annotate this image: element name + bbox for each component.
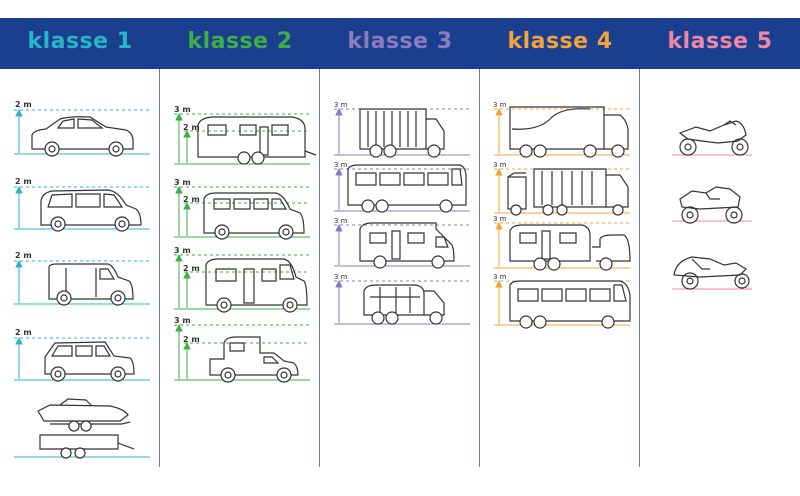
klasse-3-panel: 3 m 3 m 3 m 3 m [334, 101, 470, 325]
height-label: 2 m [15, 100, 32, 109]
klasse-4-title: klasse 4 [507, 29, 613, 54]
height-label: 3 m [493, 161, 507, 169]
camper-caravan-icon [509, 224, 631, 271]
quad-icon [679, 186, 743, 224]
sedan-icon [31, 116, 134, 157]
height-label: 3 m [174, 178, 191, 187]
height-label: 3 m [334, 101, 348, 109]
height-label: 2 m [183, 123, 200, 132]
klasse-1-title: klasse 1 [27, 29, 133, 54]
bus-icon [509, 280, 631, 329]
height-label: 3 m [493, 101, 507, 109]
column-divider [319, 69, 320, 467]
height-label: 3 m [493, 273, 507, 281]
top-strip [0, 0, 800, 18]
klasse-4-panel: 3 m 3 m 3 m 3 m [493, 101, 631, 329]
height-label: 3 m [174, 316, 191, 325]
minivan-icon [40, 189, 142, 232]
height-label: 3 m [334, 273, 348, 281]
suv-icon [44, 341, 135, 382]
flat-trailer-icon [39, 434, 135, 459]
column-divider [639, 69, 640, 467]
van-icon [48, 263, 134, 306]
box-truck-icon [359, 108, 445, 158]
column-divider [479, 69, 480, 467]
height-label: 3 m [174, 105, 191, 114]
height-label: 2 m [15, 251, 32, 260]
tanker-truck-icon [363, 284, 445, 325]
class-header-bar [0, 18, 800, 69]
motorcycle-icon [678, 120, 749, 156]
column-divider [159, 69, 160, 467]
height-label: 2 m [183, 264, 200, 273]
height-label: 2 m [15, 328, 32, 337]
caravan-icon [197, 116, 317, 165]
height-label: 3 m [174, 246, 191, 255]
height-label: 2 m [183, 195, 200, 204]
height-label: 2 m [183, 335, 200, 344]
trike-icon [673, 256, 750, 290]
minibus-icon [203, 192, 305, 240]
truck-trailer-icon [507, 168, 629, 216]
klasse-5-panel [672, 120, 752, 290]
boat-trailer-icon [37, 398, 131, 432]
klasse-5-title: klasse 5 [667, 29, 773, 54]
klasse-3-title: klasse 3 [347, 29, 453, 54]
camper-van-icon [205, 258, 308, 313]
height-label: 2 m [15, 177, 32, 186]
semi-truck-icon [509, 106, 629, 158]
motorhome-icon [359, 222, 455, 269]
coach-icon [347, 164, 467, 213]
klasse-2-panel: 3 m 2 m 3 m 2 m 3 m 2 m 3 m 2 m [174, 105, 317, 383]
height-label: 3 m [334, 161, 348, 169]
pickup-camper-icon [209, 336, 299, 383]
height-label: 3 m [334, 217, 348, 225]
klasse-2-title: klasse 2 [187, 29, 293, 54]
klasse-1-panel: 2 m 2 m 2 m 2 m [14, 100, 150, 459]
height-label: 3 m [493, 215, 507, 223]
